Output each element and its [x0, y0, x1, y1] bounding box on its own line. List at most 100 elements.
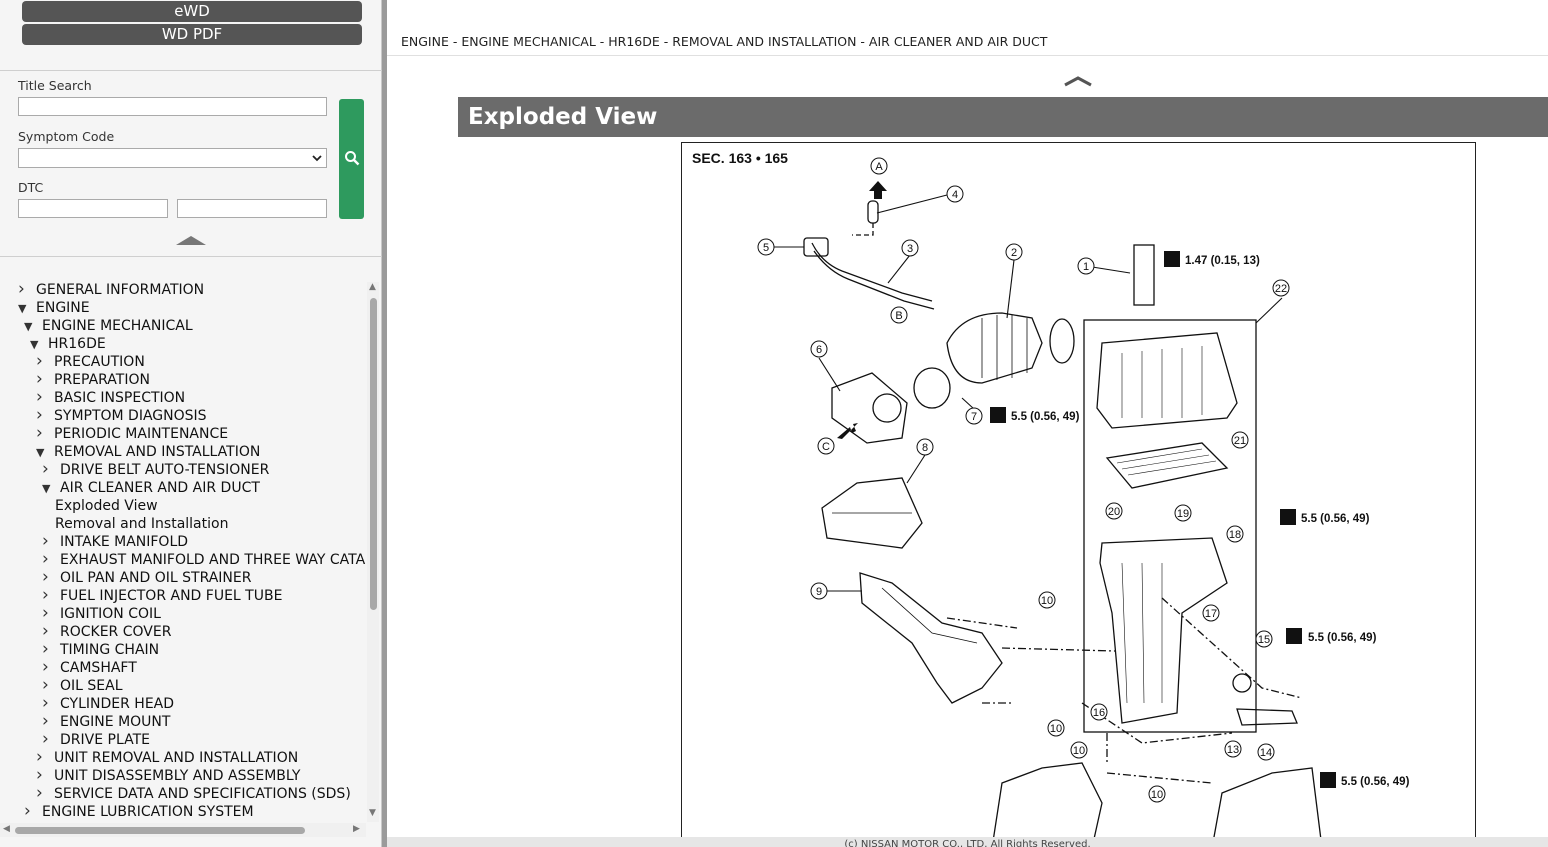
tree-item-drive-belt-auto-tensioner[interactable]: ›DRIVE BELT AUTO-TENSIONER [42, 459, 269, 480]
tree-item-label: ENGINE MECHANICAL [42, 318, 193, 334]
svg-text:10: 10 [1073, 745, 1085, 757]
chevron-right-icon[interactable]: › [42, 639, 49, 659]
caret-down-icon[interactable]: ▼ [42, 482, 51, 495]
tree-item-removal-and-installation[interactable]: ▼REMOVAL AND INSTALLATION [36, 444, 260, 462]
chevron-right-icon[interactable]: › [42, 603, 49, 623]
chevron-right-icon[interactable]: › [36, 387, 43, 407]
tree-item-unit-removal-and-installation[interactable]: ›UNIT REMOVAL AND INSTALLATION [36, 747, 298, 768]
chevron-right-icon[interactable]: › [42, 567, 49, 587]
tree-item-fuel-injector-and-fuel-tube[interactable]: ›FUEL INJECTOR AND FUEL TUBE [42, 585, 282, 606]
chevron-right-icon[interactable]: › [42, 621, 49, 641]
chevron-right-icon[interactable]: › [18, 282, 25, 299]
callout-16: 16 [1090, 703, 1108, 721]
tree-item-general-information[interactable]: ›GENERAL INFORMATION [18, 282, 204, 300]
main-content: ENGINE - ENGINE MECHANICAL - HR16DE - RE… [387, 0, 1548, 847]
chevron-right-icon[interactable]: › [36, 783, 43, 803]
tree-item-service-data-and-specifications-sds[interactable]: ›SERVICE DATA AND SPECIFICATIONS (SDS) [36, 783, 351, 804]
arrow-up-icon [869, 181, 887, 199]
svg-text:17: 17 [1205, 608, 1217, 620]
chevron-up-icon[interactable] [1063, 74, 1093, 88]
caret-down-icon[interactable]: ▼ [18, 302, 27, 315]
torque-wrench-icon [1280, 509, 1296, 525]
torque-wrench-icon [990, 407, 1006, 423]
tree-item-engine-mount[interactable]: ›ENGINE MOUNT [42, 711, 170, 732]
symptom-code-select[interactable] [18, 148, 327, 168]
svg-text:10: 10 [1041, 595, 1053, 607]
chevron-right-icon[interactable]: › [42, 657, 49, 677]
chevron-right-icon[interactable]: › [36, 369, 43, 389]
svg-text:8: 8 [922, 442, 928, 454]
scroll-up-arrow-icon[interactable]: ▲ [369, 282, 376, 292]
tree-item-ignition-coil[interactable]: ›IGNITION COIL [42, 603, 161, 624]
tree-item-hr16de[interactable]: ▼HR16DE [30, 336, 106, 354]
dtc-input-2[interactable] [177, 199, 327, 218]
chevron-right-icon[interactable]: › [24, 801, 31, 821]
chevron-right-icon[interactable]: › [36, 405, 43, 425]
tree-item-label: OIL PAN AND OIL STRAINER [60, 570, 252, 586]
callout-10: 10 [1047, 719, 1065, 737]
svg-text:20: 20 [1108, 506, 1120, 518]
scroll-right-arrow-icon[interactable]: ▶ [353, 824, 360, 834]
tree-item-label: Exploded View [55, 498, 158, 514]
title-search-input[interactable] [18, 97, 327, 116]
chevron-right-icon[interactable]: › [42, 549, 49, 569]
chevron-right-icon[interactable]: › [36, 351, 43, 371]
caret-down-icon[interactable]: ▼ [36, 446, 45, 459]
callout-A: A [870, 157, 888, 175]
scroll-left-arrow-icon[interactable]: ◀ [3, 824, 10, 834]
tree-item-unit-disassembly-and-assembly[interactable]: ›UNIT DISASSEMBLY AND ASSEMBLY [36, 765, 300, 786]
tree-item-periodic-maintenance[interactable]: ›PERIODIC MAINTENANCE [36, 423, 228, 444]
chevron-right-icon[interactable]: › [42, 729, 49, 749]
search-button[interactable] [339, 99, 364, 219]
ewd-button[interactable]: eWD [22, 1, 362, 22]
tree-item-label: Removal and Installation [55, 516, 229, 532]
tree-item-intake-manifold[interactable]: ›INTAKE MANIFOLD [42, 531, 188, 552]
tree-item-oil-seal[interactable]: ›OIL SEAL [42, 675, 123, 696]
wd-pdf-button[interactable]: WD PDF [22, 24, 362, 45]
horizontal-scrollbar[interactable]: ◀ ▶ [0, 823, 366, 837]
tree-item-engine-lubrication-system[interactable]: ›ENGINE LUBRICATION SYSTEM [24, 801, 254, 822]
tree-item-symptom-diagnosis[interactable]: ›SYMPTOM DIAGNOSIS [36, 405, 207, 426]
tree-item-basic-inspection[interactable]: ›BASIC INSPECTION [36, 387, 185, 408]
callout-4: 4 [946, 185, 964, 203]
tree-item-exhaust-manifold-and-three-way-cata[interactable]: ›EXHAUST MANIFOLD AND THREE WAY CATA [42, 549, 365, 570]
panel-splitter[interactable] [382, 0, 387, 847]
caret-down-icon[interactable]: ▼ [30, 338, 39, 351]
tree-item-oil-pan-and-oil-strainer[interactable]: › OIL PAN AND OIL STRAINER [42, 567, 252, 588]
svg-text:2: 2 [1011, 247, 1017, 259]
collapse-filters-icon[interactable] [176, 236, 206, 245]
vertical-scroll-thumb[interactable] [370, 298, 377, 610]
tree-item-engine-mechanical[interactable]: ▼ ENGINE MECHANICAL [24, 318, 193, 336]
horizontal-scroll-thumb[interactable] [15, 827, 305, 834]
svg-text:B: B [895, 310, 902, 322]
tree-item-air-cleaner-and-air-duct[interactable]: ▼AIR CLEANER AND AIR DUCT [42, 480, 260, 498]
tree-item-exploded-view[interactable]: Exploded View [55, 498, 158, 516]
chevron-right-icon[interactable]: › [42, 711, 49, 731]
svg-text:6: 6 [816, 344, 822, 356]
chevron-right-icon[interactable]: › [36, 765, 43, 785]
tree-item-precaution[interactable]: ›PRECAUTION [36, 351, 145, 372]
tree-item-drive-plate[interactable]: ›DRIVE PLATE [42, 729, 150, 750]
tree-item-engine[interactable]: ▼ENGINE [18, 300, 90, 318]
chevron-right-icon[interactable]: › [42, 459, 49, 479]
callout-5: 5 [757, 238, 775, 256]
chevron-right-icon[interactable]: › [42, 531, 49, 551]
tree-item-rocker-cover[interactable]: › ROCKER COVER [42, 621, 172, 642]
chevron-right-icon[interactable]: › [42, 693, 49, 713]
chevron-right-icon[interactable]: › [42, 675, 49, 695]
caret-down-icon[interactable]: ▼ [24, 320, 33, 333]
dtc-input-1[interactable] [18, 199, 168, 218]
scroll-down-arrow-icon[interactable]: ▼ [369, 808, 376, 818]
tree-item-cylinder-head[interactable]: ›CYLINDER HEAD [42, 693, 174, 714]
tree-item-preparation[interactable]: ›PREPARATION [36, 369, 150, 390]
chevron-right-icon[interactable]: › [42, 585, 49, 605]
chevron-right-icon[interactable]: › [36, 423, 43, 443]
tree-item-timing-chain[interactable]: ›TIMING CHAIN [42, 639, 159, 660]
svg-text:13: 13 [1227, 744, 1239, 756]
chevron-right-icon[interactable]: › [36, 747, 43, 767]
tree-item-label: ROCKER COVER [60, 624, 172, 640]
tree-item-camshaft[interactable]: ›CAMSHAFT [42, 657, 137, 678]
tree-item-removal-and-installation[interactable]: Removal and Installation [55, 516, 228, 534]
callout-10: 10 [1038, 591, 1056, 609]
vertical-scrollbar[interactable]: ▲ ▼ [367, 282, 379, 822]
